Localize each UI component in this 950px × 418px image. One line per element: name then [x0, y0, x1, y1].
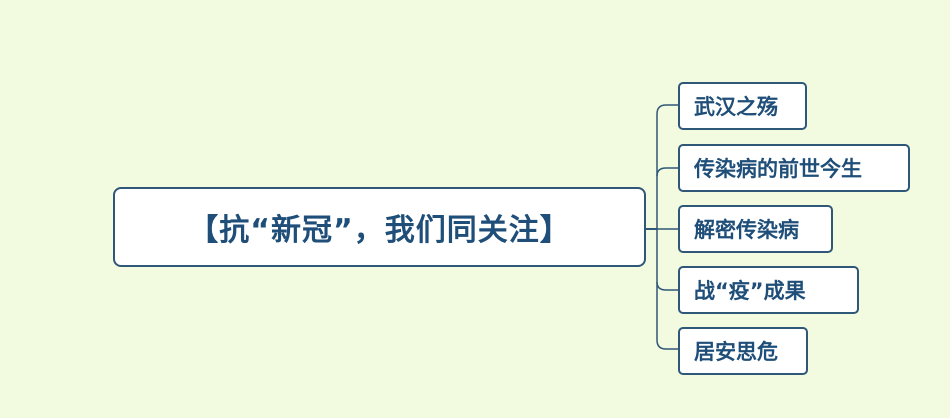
subtopic-vigilance[interactable]: 居安思危 — [678, 327, 808, 375]
subtopic-label: 战“疫”成果 — [694, 279, 806, 303]
subtopic-history[interactable]: 传染病的前世今生 — [678, 144, 910, 192]
subtopic-wuhan[interactable]: 武汉之殇 — [678, 82, 807, 130]
subtopic-label: 解密传染病 — [694, 218, 799, 242]
subtopic-label: 武汉之殇 — [694, 95, 778, 119]
subtopic-results[interactable]: 战“疫”成果 — [678, 266, 859, 314]
subtopic-label: 传染病的前世今生 — [694, 157, 862, 181]
subtopic-label: 居安思危 — [694, 340, 778, 364]
root-topic-label: 【抗“新冠”，我们同关注】 — [188, 213, 571, 248]
root-topic[interactable]: 【抗“新冠”，我们同关注】 — [113, 187, 646, 267]
subtopic-decode[interactable]: 解密传染病 — [678, 205, 833, 253]
